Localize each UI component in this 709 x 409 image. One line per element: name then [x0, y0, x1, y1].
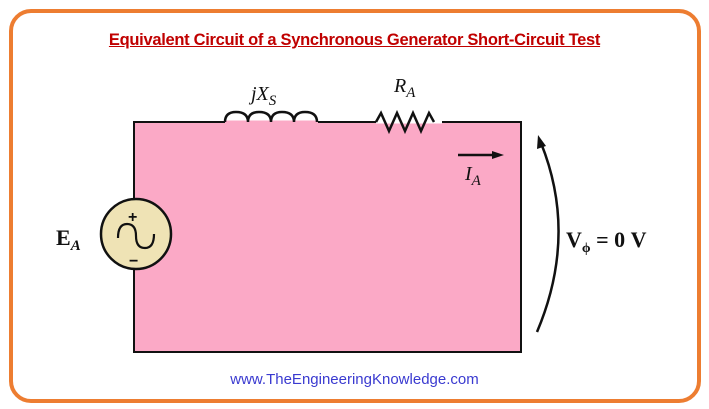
orange-frame — [9, 9, 701, 403]
current-label: IA — [464, 163, 482, 189]
voltage-label: Vϕ = 0 V — [566, 227, 647, 256]
current-arrow — [458, 151, 504, 159]
inductor-label: jXS — [248, 83, 277, 109]
svg-text:−: − — [129, 253, 138, 270]
inductor — [223, 110, 319, 123]
svg-text:+: + — [128, 209, 137, 226]
resistor-label: RA — [393, 75, 416, 101]
resistor — [374, 109, 436, 135]
website-link[interactable]: www.TheEngineeringKnowledge.com — [230, 371, 479, 388]
diagram-title: Equivalent Circuit of a Synchronous Gene… — [108, 31, 601, 49]
source-label: EA — [56, 225, 81, 254]
circuit-loop — [133, 121, 522, 353]
ac-source: + − — [99, 197, 173, 271]
voltage-arc — [535, 142, 560, 333]
